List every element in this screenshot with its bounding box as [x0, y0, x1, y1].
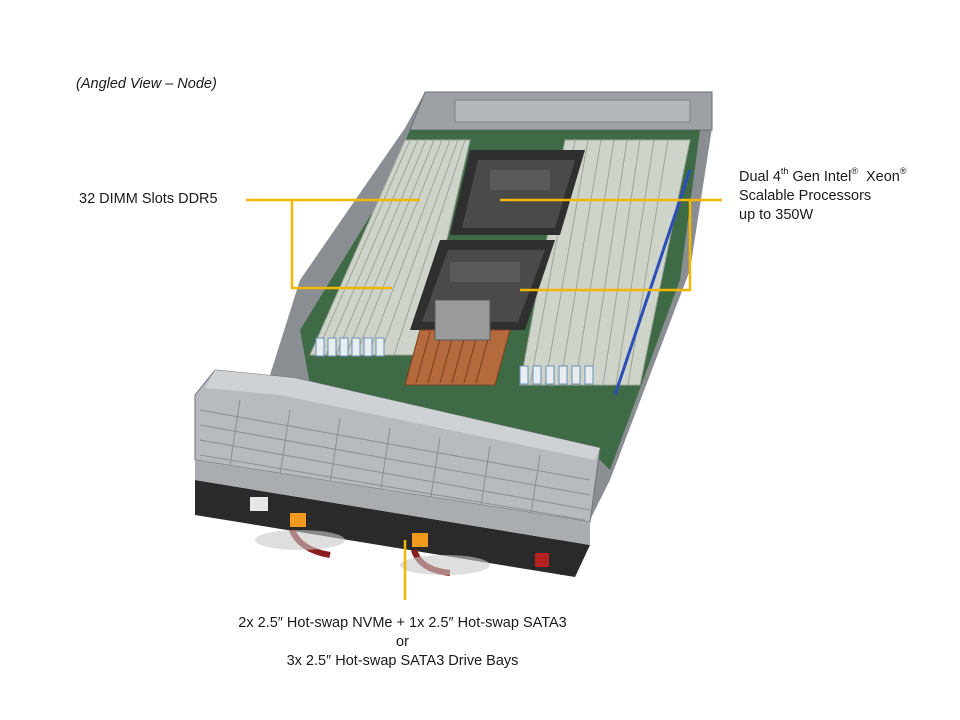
dimm-slots-label: 32 DIMM Slots DDR5 [79, 191, 218, 207]
cpu-label-line1: Dual 4th Gen Intel® Xeon® [739, 166, 907, 185]
cpu-label: Dual 4th Gen Intel® Xeon® Scalable Proce… [739, 166, 907, 225]
cpu-label-line3: up to 350W [739, 207, 814, 223]
cpu-heatsink-rear [450, 150, 585, 235]
drive-bays-line2: or [396, 634, 409, 650]
callout-lines [246, 198, 722, 600]
blue-cable [613, 169, 692, 396]
drive-bays-panel [195, 480, 590, 577]
front-drive-cage [194, 369, 601, 577]
drive-bays-label: 2x 2.5″ Hot-swap NVMe + 1x 2.5″ Hot-swap… [210, 614, 595, 671]
drive-bays-line3: 3x 2.5″ Hot-swap SATA3 Drive Bays [286, 653, 519, 669]
view-title: (Angled View – Node) [76, 76, 217, 92]
dimm-clips [315, 337, 594, 385]
drive-bays-line1: 2x 2.5″ Hot-swap NVMe + 1x 2.5″ Hot-swap… [238, 615, 567, 631]
dimm-callout-line [246, 198, 392, 290]
cpu-label-line2: Scalable Processors [739, 188, 872, 204]
cpu-callout-line [520, 198, 722, 292]
drive-latches [250, 497, 549, 576]
